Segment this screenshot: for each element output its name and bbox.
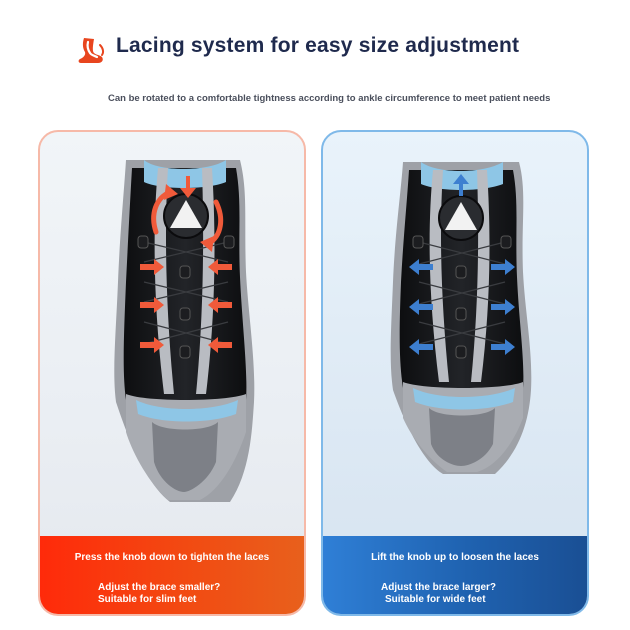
foot-brace-icon xyxy=(78,38,105,63)
tighten-caption: Press the knob down to tighten the laces… xyxy=(40,536,304,614)
ankle-brace-loosen-image xyxy=(390,162,532,474)
tighten-question: Adjust the brace smaller? xyxy=(98,582,221,593)
tighten-instruction: Press the knob down to tighten the laces xyxy=(74,552,270,563)
loosen-caption: Lift the knob up to loosen the laces Adj… xyxy=(323,536,587,614)
page-subtitle: Can be rotated to a comfortable tightnes… xyxy=(108,93,551,104)
tighten-suitability: Suitable for slim feet xyxy=(98,594,197,605)
loosen-suitability: Suitable for wide feet xyxy=(385,594,486,605)
loosen-instruction: Lift the knob up to loosen the laces xyxy=(371,552,539,563)
loosen-panel: Lift the knob up to loosen the laces Adj… xyxy=(321,130,589,616)
page-title: Lacing system for easy size adjustment xyxy=(116,34,520,57)
tighten-panel: Press the knob down to tighten the laces… xyxy=(38,130,306,616)
ankle-brace-tighten-image xyxy=(114,160,255,502)
loosen-question: Adjust the brace larger? xyxy=(381,582,497,593)
header: Lacing system for easy size adjustment C… xyxy=(0,0,630,130)
